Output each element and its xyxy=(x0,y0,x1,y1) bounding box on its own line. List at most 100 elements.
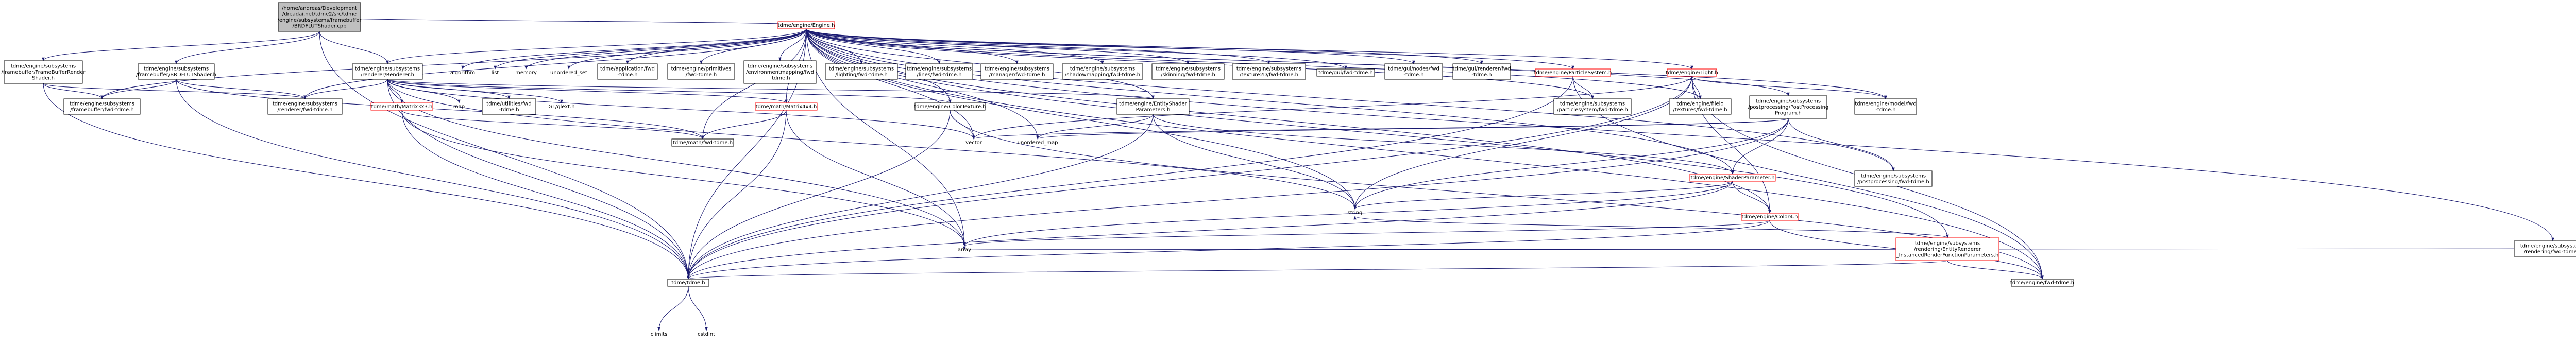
edge-engine-to-appfwd xyxy=(626,28,807,64)
node-label-line: tdme/math/Matrix3x3.h xyxy=(371,104,433,110)
node-renderingfwd[interactable]: tdme/engine/subsystems/rendering/fwd-tdm… xyxy=(2514,240,2576,257)
node-guinodesfwd[interactable]: tdme/gui/nodes/fwd-tdme.h xyxy=(1384,63,1443,80)
node-label-line: unordered_set xyxy=(550,70,587,76)
node-label-line: map xyxy=(453,104,465,110)
edge-shaderparam-to-array xyxy=(963,181,1733,247)
node-matrix4x4[interactable]: tdme/math/Matrix4x4.h xyxy=(755,102,818,111)
node-texfwd[interactable]: tdme/engine/fileio/textures/fwd-tdme.h xyxy=(1669,98,1732,115)
node-label-line: /skinning/fwd-tdme.h xyxy=(1161,72,1215,78)
node-root[interactable]: /home/andreas/Development/dreadai.net/td… xyxy=(278,2,362,32)
node-label-line: /lines/fwd-tdme.h xyxy=(917,72,961,78)
node-lightfwd[interactable]: tdme/engine/subsystems/lighting/fwd-tdme… xyxy=(825,63,898,80)
edge-engine-to-rendfwd xyxy=(303,28,807,99)
node-particlefwd[interactable]: tdme/engine/subsystems/particlesystem/fw… xyxy=(1553,98,1632,115)
node-mathfwd[interactable]: tdme/math/fwd-tdme.h xyxy=(671,138,734,147)
node-brdflut[interactable]: tdme/engine/subsystems/framebuffer/BRDFL… xyxy=(136,63,216,80)
edge-colortex-to-tdme xyxy=(687,110,951,280)
node-map: map xyxy=(453,104,465,110)
edge-light-to-tdme xyxy=(687,76,1692,280)
node-array: array xyxy=(958,247,971,253)
edge-renderer-to-rendfwd xyxy=(303,79,388,99)
node-box xyxy=(1854,170,1933,187)
node-label-line: -tdme.h xyxy=(1471,72,1492,78)
node-guifwd[interactable]: tdme/gui/fwd-tdme.h xyxy=(1316,68,1375,77)
node-fbrender[interactable]: tdme/engine/subsystems/framebuffer/Frame… xyxy=(1,60,86,84)
node-skinfwd[interactable]: tdme/engine/subsystems/skinning/fwd-tdme… xyxy=(1151,63,1225,80)
node-tdme[interactable]: tdme/tdme.h xyxy=(667,279,709,287)
node-matrix3x3[interactable]: tdme/math/Matrix3x3.h xyxy=(370,102,433,111)
node-envfwd[interactable]: tdme/engine/subsystems/environmentmappin… xyxy=(743,60,817,84)
edge-renderer-to-entityshader xyxy=(387,79,1155,99)
node-label-line: /environmentmapping/fwd xyxy=(746,70,814,75)
edge-engine-to-envfwd xyxy=(778,28,807,61)
node-label-line: /engine/subsystems/framebuffer xyxy=(278,18,362,23)
node-label-line: Program.h xyxy=(1775,111,1802,116)
node-label-line: /renderer/fwd-tdme.h xyxy=(278,107,333,113)
node-label-line: tdme/engine/subsystems xyxy=(1070,66,1135,72)
node-modelfwd[interactable]: tdme/engine/model/fwd-tdme.h xyxy=(1854,98,1917,115)
node-postproc[interactable]: tdme/engine/subsystems/postprocessing/Po… xyxy=(1748,95,1829,119)
node-string: string xyxy=(1348,210,1363,216)
edge-engine-to-managerfwd xyxy=(806,28,1019,64)
node-label-line: Shader.h xyxy=(32,76,55,81)
edge-particlesys-to-tdme xyxy=(687,76,1573,280)
edge-engine-to-light xyxy=(806,28,1693,70)
node-label-line: /texture2D/fwd-tdme.h xyxy=(1240,72,1298,78)
node-label-line: tdme/engine/primitives xyxy=(671,66,732,72)
node-algorithm: algorithm xyxy=(450,70,475,76)
node-guirenfwd[interactable]: tdme/gui/renderer/fwd-tdme.h xyxy=(1452,63,1511,80)
node-engine[interactable]: tdme/engine/Engine.h xyxy=(777,21,835,29)
node-label-line: tdme/engine/Color4.h xyxy=(1742,214,1798,220)
node-box xyxy=(667,63,735,80)
node-rendergroups[interactable]: tdme/engine/subsystems/rendering/EntityR… xyxy=(1895,237,1999,261)
node-label-line: tdme/engine/subsystems xyxy=(70,101,134,107)
node-box xyxy=(138,63,215,80)
node-label-line: array xyxy=(958,247,971,253)
node-label-line: tdme/engine/subsystems xyxy=(11,64,76,70)
node-colortex[interactable]: tdme/engine/ColorTexture.h xyxy=(914,102,986,111)
node-box xyxy=(1232,63,1306,80)
node-box xyxy=(1452,63,1511,80)
node-label-line: -tdme.h xyxy=(499,107,519,113)
edge-engine-to-guifwd xyxy=(806,28,1347,70)
node-box xyxy=(1384,63,1443,80)
node-label-line: /rendering/EntityRenderer xyxy=(1914,247,1981,252)
node-label-line: /shadowmapping/fwd-tdme.h xyxy=(1065,72,1140,78)
node-label-line: tdme/utilities/fwd xyxy=(486,101,531,107)
node-enginefwd[interactable]: tdme/engine/fwd-tdme.h xyxy=(2010,279,2074,287)
node-renderer[interactable]: tdme/engine/subsystems/renderer/Renderer… xyxy=(352,63,423,80)
node-utilsfwd[interactable]: tdme/utilities/fwd-tdme.h xyxy=(482,98,536,115)
node-appfwd[interactable]: tdme/application/fwd-tdme.h xyxy=(597,63,658,80)
node-rendfwd[interactable]: tdme/engine/subsystems/renderer/fwd-tdme… xyxy=(267,98,343,115)
edge-engine-to-modelfwd xyxy=(806,28,1887,99)
node-label-line: -tdme.h xyxy=(617,72,637,78)
edge-engine-to-algorithm xyxy=(461,28,807,70)
edge-particlesys-to-particlefwd xyxy=(1572,76,1594,99)
edge-root-to-renderer xyxy=(319,31,389,64)
node-box xyxy=(1316,68,1375,77)
edge-engine-to-fbfwd1 xyxy=(100,28,807,99)
node-shadowfwd[interactable]: tdme/engine/subsystems/shadowmapping/fwd… xyxy=(1062,63,1143,80)
node-shaderparam[interactable]: tdme/engine/ShaderParameter.h xyxy=(1689,174,1776,182)
node-managerfwd[interactable]: tdme/engine/subsystems/manager/fwd-tdme.… xyxy=(980,63,1054,80)
node-label-line: algorithm xyxy=(450,70,475,76)
node-primfwd[interactable]: tdme/engine/primitives/fwd-tdme.h xyxy=(667,63,735,80)
edge-matrix4x4-to-mathfwd xyxy=(701,110,787,140)
node-linesfwd[interactable]: tdme/engine/subsystems/lines/fwd-tdme.h xyxy=(905,63,973,80)
node-label-line: -tdme.h xyxy=(770,76,790,81)
edge-postproc-to-string xyxy=(1353,118,1789,210)
node-tex2dfwd[interactable]: tdme/engine/subsystems/texture2D/fwd-tdm… xyxy=(1232,63,1306,80)
edge-engine-to-shaderparam xyxy=(806,28,1734,175)
node-label-line: -tdme.h xyxy=(1403,72,1423,78)
node-box xyxy=(370,102,433,111)
edge-engine-to-tex2dfwd xyxy=(806,28,1270,64)
edge-entityshader-to-shaderparam xyxy=(1153,114,1734,175)
node-fbfwd1[interactable]: tdme/engine/subsystems/framebuffer/fwd-t… xyxy=(63,98,141,115)
node-label-line: tdme/engine/subsystems xyxy=(1560,101,1625,107)
node-particlesys[interactable]: tdme/engine/ParticleSystem.h xyxy=(1534,68,1612,77)
node-label-line: tdme/engine/subsystems xyxy=(1236,66,1301,72)
node-color4[interactable]: tdme/engine/Color4.h xyxy=(1741,213,1799,221)
node-postfwd[interactable]: tdme/engine/subsystems/postprocessing/fw… xyxy=(1854,170,1933,187)
node-light[interactable]: tdme/engine/Light.h xyxy=(1666,68,1718,77)
